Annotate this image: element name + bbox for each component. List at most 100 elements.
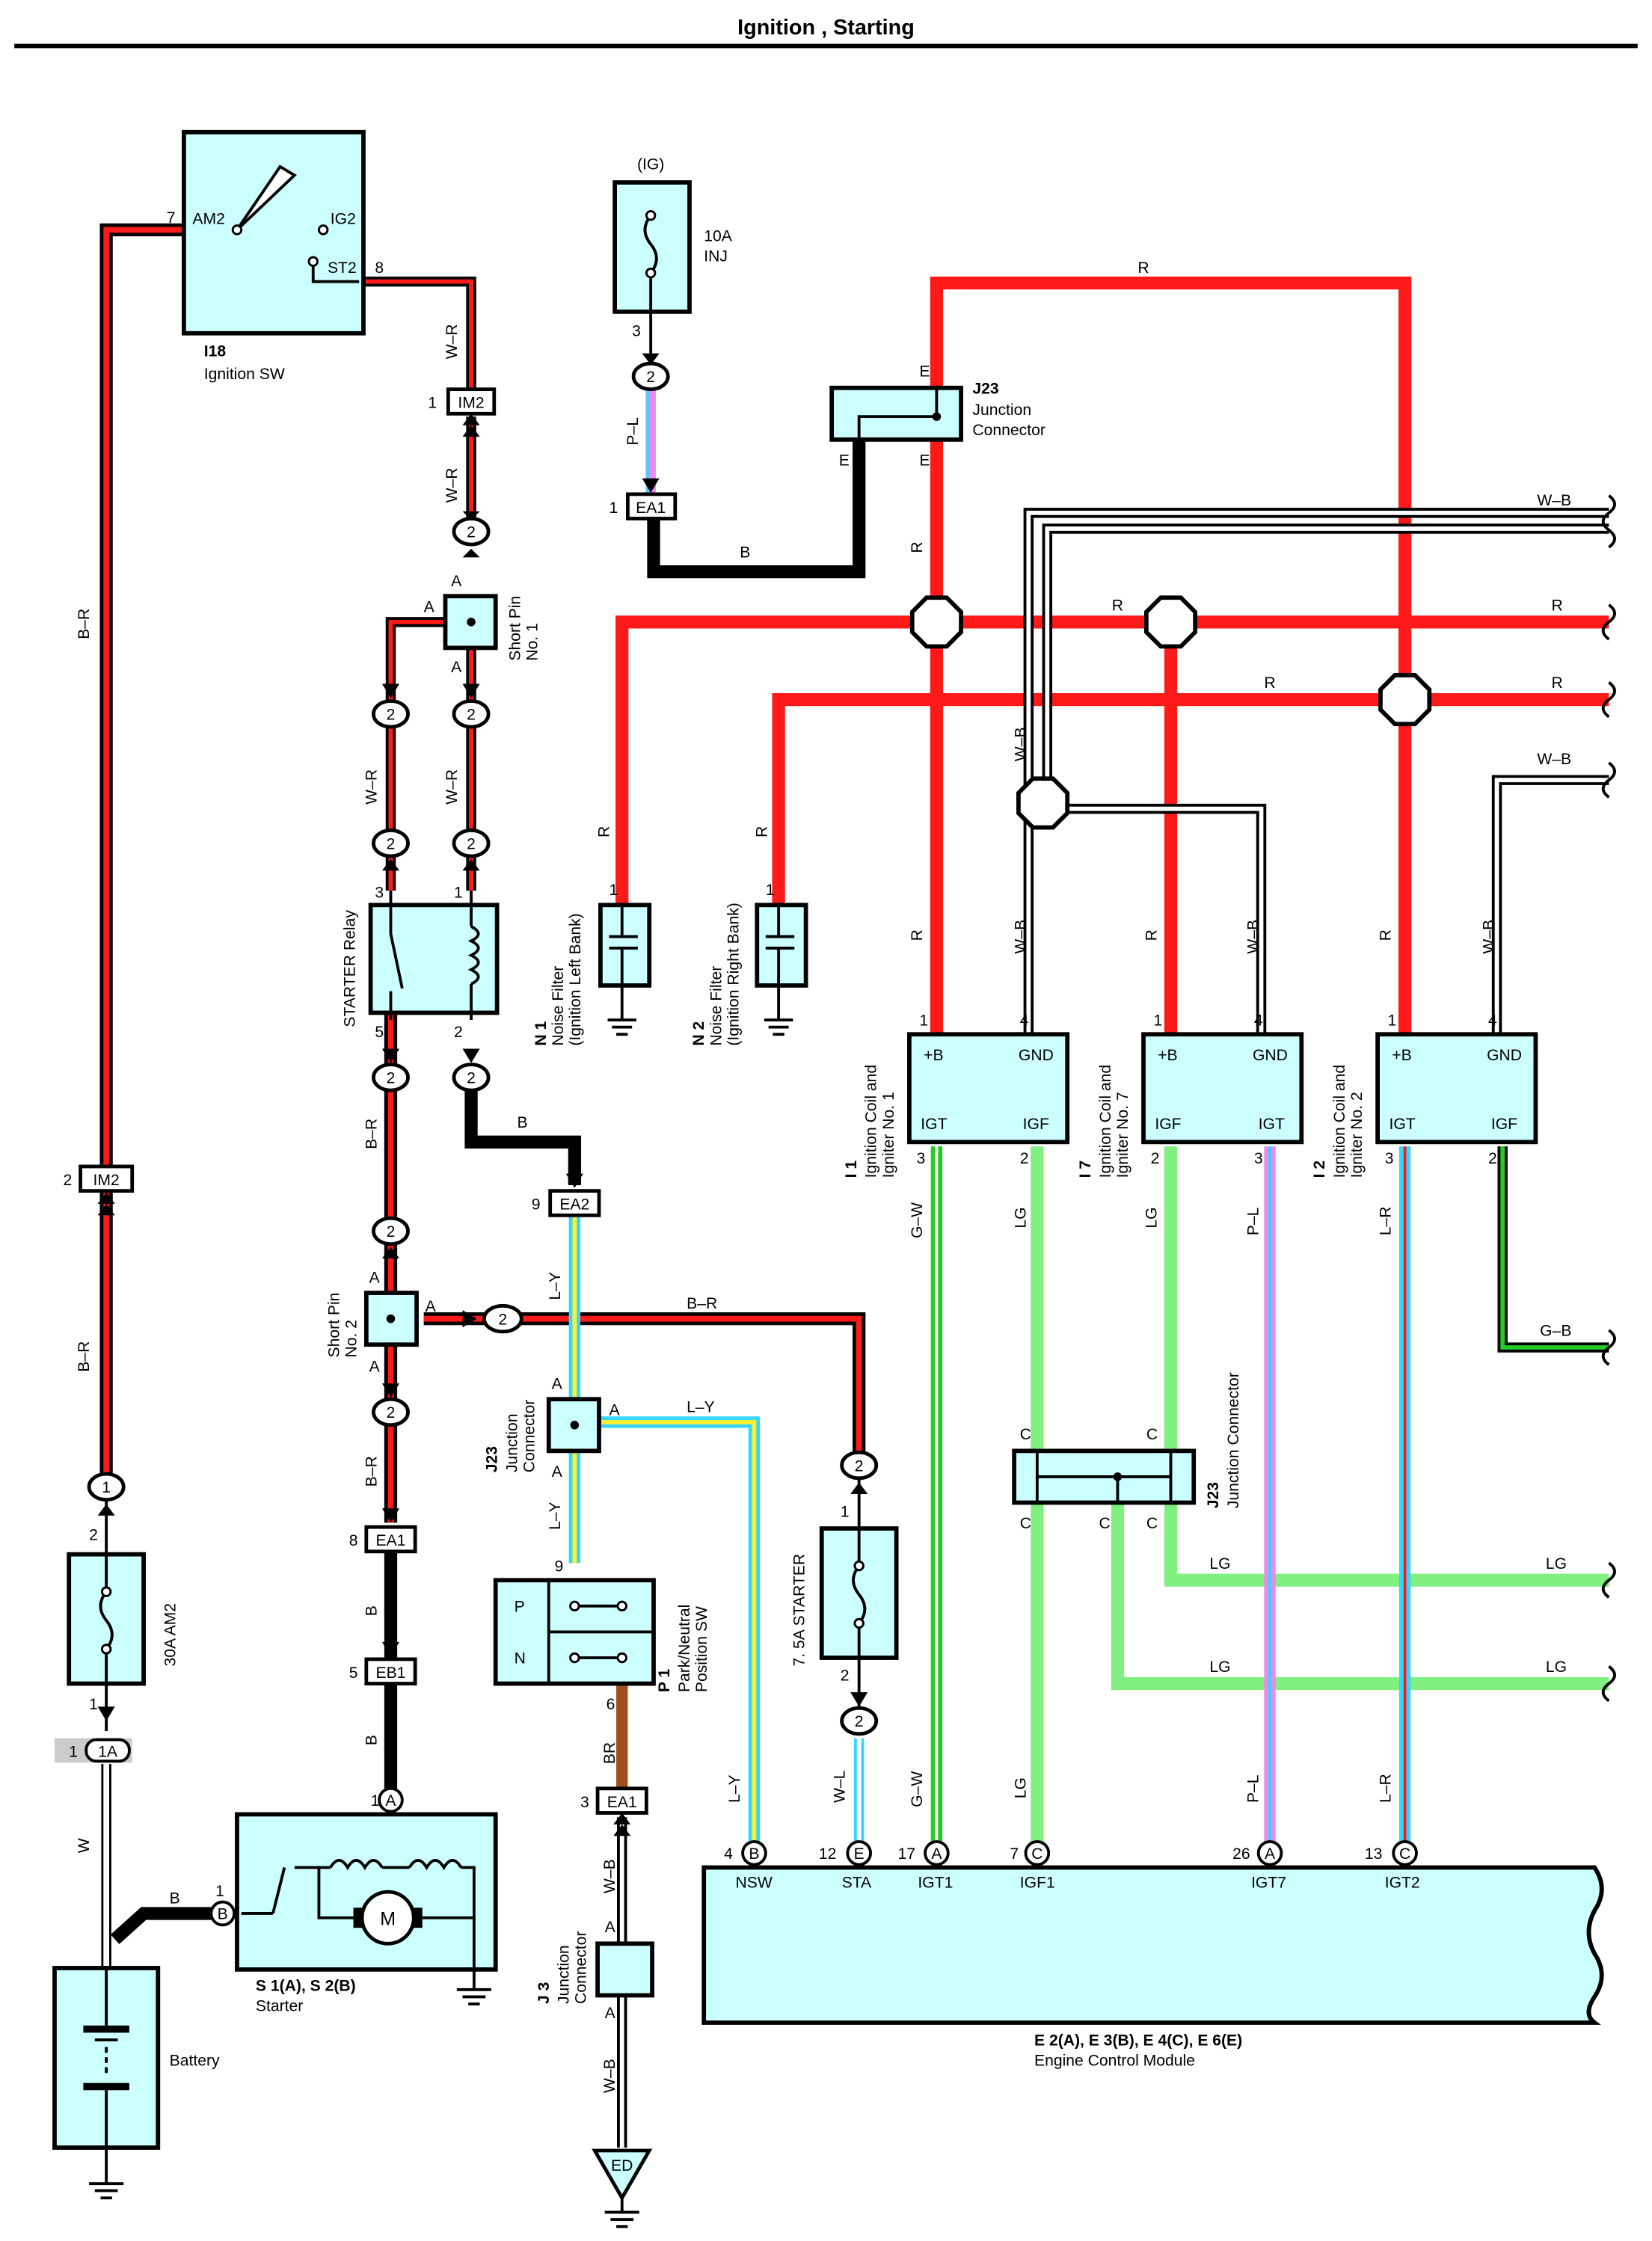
short-pin-2: A A A Short Pin No. 2 — [325, 1270, 436, 1376]
svg-text:IG2: IG2 — [331, 211, 356, 228]
starter-motor: M A 1 B 1 S 1(A), S 2(B) Starter — [209, 1786, 498, 2015]
junction-ovals — [87, 361, 879, 1736]
svg-text:I 2: I 2 — [1311, 1161, 1328, 1178]
svg-text:4: 4 — [1020, 1012, 1029, 1030]
wire-label-l-r: L–R — [1377, 1774, 1394, 1803]
ecm-terminal: C 13 IGT2 — [1365, 1839, 1420, 1891]
svg-text:1: 1 — [841, 1504, 850, 1521]
svg-text:IGF1: IGF1 — [1020, 1874, 1055, 1891]
wire-label-lg: LG — [1209, 1659, 1230, 1676]
svg-text:2: 2 — [646, 369, 655, 386]
connector-boxes: IM2 1 IM2 2 EA1 1 EA2 9 EA1 8 EB1 5 EA1 … — [54, 387, 678, 1815]
wire-label-w-b: W–B — [1245, 920, 1262, 954]
svg-text:A: A — [424, 598, 435, 615]
svg-text:C: C — [1146, 1515, 1158, 1532]
svg-text:A: A — [385, 1792, 396, 1810]
svg-text:1: 1 — [454, 885, 463, 902]
wire-r-bus — [615, 276, 1609, 1035]
svg-text:N 2: N 2 — [690, 1021, 707, 1046]
svg-text:INJ: INJ — [704, 248, 728, 265]
svg-text:GND: GND — [1253, 1047, 1288, 1064]
connector-arrows — [97, 353, 868, 1836]
svg-text:C: C — [1099, 1515, 1110, 1532]
svg-text:13: 13 — [1365, 1845, 1382, 1863]
svg-text:J23: J23 — [484, 1446, 501, 1472]
svg-text:1: 1 — [919, 1012, 928, 1030]
svg-text:5: 5 — [349, 1664, 358, 1682]
wire-label-w-b: W–B — [1013, 920, 1030, 954]
svg-text:Short Pin: Short Pin — [325, 1293, 343, 1358]
svg-text:26: 26 — [1232, 1845, 1250, 1863]
wire-label-lg: LG — [1143, 1207, 1160, 1228]
svg-text:1: 1 — [766, 882, 775, 899]
wire-label-l-y: L–Y — [547, 1501, 564, 1530]
svg-text:2: 2 — [387, 1070, 396, 1087]
wire-label-w-r: W–R — [443, 467, 461, 502]
svg-text:2: 2 — [467, 524, 476, 541]
svg-text:2: 2 — [467, 706, 476, 723]
svg-text:Noise Filter: Noise Filter — [707, 966, 725, 1046]
wire-label-r: R — [1552, 674, 1563, 692]
svg-text:P: P — [515, 1599, 525, 1616]
noise-filter-right: 1 N 2 Noise Filter (Ignition Right Bank) — [690, 882, 808, 1046]
svg-text:IGF: IGF — [1491, 1116, 1517, 1133]
ground-ed: ED — [592, 2148, 653, 2228]
svg-text:2: 2 — [467, 835, 476, 852]
svg-text:AM2: AM2 — [192, 211, 224, 228]
svg-text:GND: GND — [1019, 1047, 1054, 1064]
svg-text:Igniter No. 7: Igniter No. 7 — [1114, 1092, 1131, 1178]
svg-text:2: 2 — [467, 1070, 476, 1087]
svg-text:2: 2 — [1488, 1150, 1497, 1167]
svg-text:No. 1: No. 1 — [523, 623, 541, 661]
j23-mid-junction-connector: A A A J23 Junction Connector — [484, 1376, 621, 1481]
svg-text:Ignition Coil and: Ignition Coil and — [1331, 1065, 1348, 1178]
svg-text:2: 2 — [89, 1526, 98, 1543]
svg-text:NSW: NSW — [735, 1874, 772, 1891]
svg-text:B: B — [218, 1906, 228, 1923]
page-title: Ignition , Starting — [737, 16, 915, 40]
svg-text:C: C — [1020, 1515, 1031, 1532]
svg-text:B: B — [749, 1845, 759, 1863]
svg-text:1: 1 — [1388, 1012, 1397, 1030]
engine-control-module: B 4 NSW E 12 STA A 17 IGT1 C 7 IGF1 A 26… — [701, 1839, 1604, 2070]
svg-text:GND: GND — [1487, 1047, 1522, 1064]
svg-text:C: C — [1020, 1426, 1031, 1443]
wire-label-r: R — [1112, 597, 1123, 614]
svg-text:2: 2 — [855, 1713, 864, 1730]
svg-text:(Ignition Right Bank): (Ignition Right Bank) — [725, 903, 742, 1045]
svg-text:10A: 10A — [704, 228, 732, 245]
svg-text:1: 1 — [89, 1696, 98, 1713]
starter-relay: 3 1 5 2 STARTER Relay — [341, 885, 500, 1041]
wire-label-w: W — [76, 1838, 93, 1853]
wire-label-l-y: L–Y — [547, 1272, 564, 1300]
splice — [1143, 595, 1198, 649]
svg-text:3: 3 — [375, 885, 384, 902]
svg-text:Noise Filter: Noise Filter — [550, 966, 567, 1046]
svg-text:IGT: IGT — [1259, 1116, 1285, 1133]
splices — [909, 595, 1432, 830]
svg-text:STARTER Relay: STARTER Relay — [341, 910, 358, 1027]
wire-label-w-r: W–R — [443, 324, 461, 359]
svg-text:C: C — [1146, 1426, 1158, 1443]
wire-label-r: R — [909, 541, 926, 553]
ecm-terminal: A 17 IGT1 — [898, 1839, 953, 1891]
svg-text:A: A — [552, 1463, 563, 1481]
svg-text:No. 2: No. 2 — [343, 1320, 360, 1358]
wire-label-r: R — [1377, 929, 1394, 941]
svg-text:7: 7 — [167, 209, 176, 227]
splice — [909, 595, 963, 649]
wire-label-lg: LG — [1209, 1555, 1230, 1573]
svg-text:6: 6 — [607, 1696, 615, 1713]
svg-text:1: 1 — [609, 499, 618, 517]
ecm-terminal: C 7 IGF1 — [1010, 1839, 1055, 1891]
svg-text:2: 2 — [841, 1667, 850, 1685]
svg-text:N: N — [515, 1650, 526, 1667]
wire-label-w-l: W–L — [831, 1770, 848, 1803]
svg-text:A: A — [369, 1270, 381, 1287]
svg-text:J23: J23 — [972, 380, 998, 397]
svg-text:1: 1 — [1153, 1012, 1162, 1030]
svg-text:4: 4 — [1254, 1012, 1263, 1030]
svg-text:I 7: I 7 — [1077, 1161, 1094, 1178]
wire-label-b-r: B–R — [363, 1456, 380, 1487]
svg-text:(Ignition Left Bank): (Ignition Left Bank) — [567, 913, 584, 1045]
